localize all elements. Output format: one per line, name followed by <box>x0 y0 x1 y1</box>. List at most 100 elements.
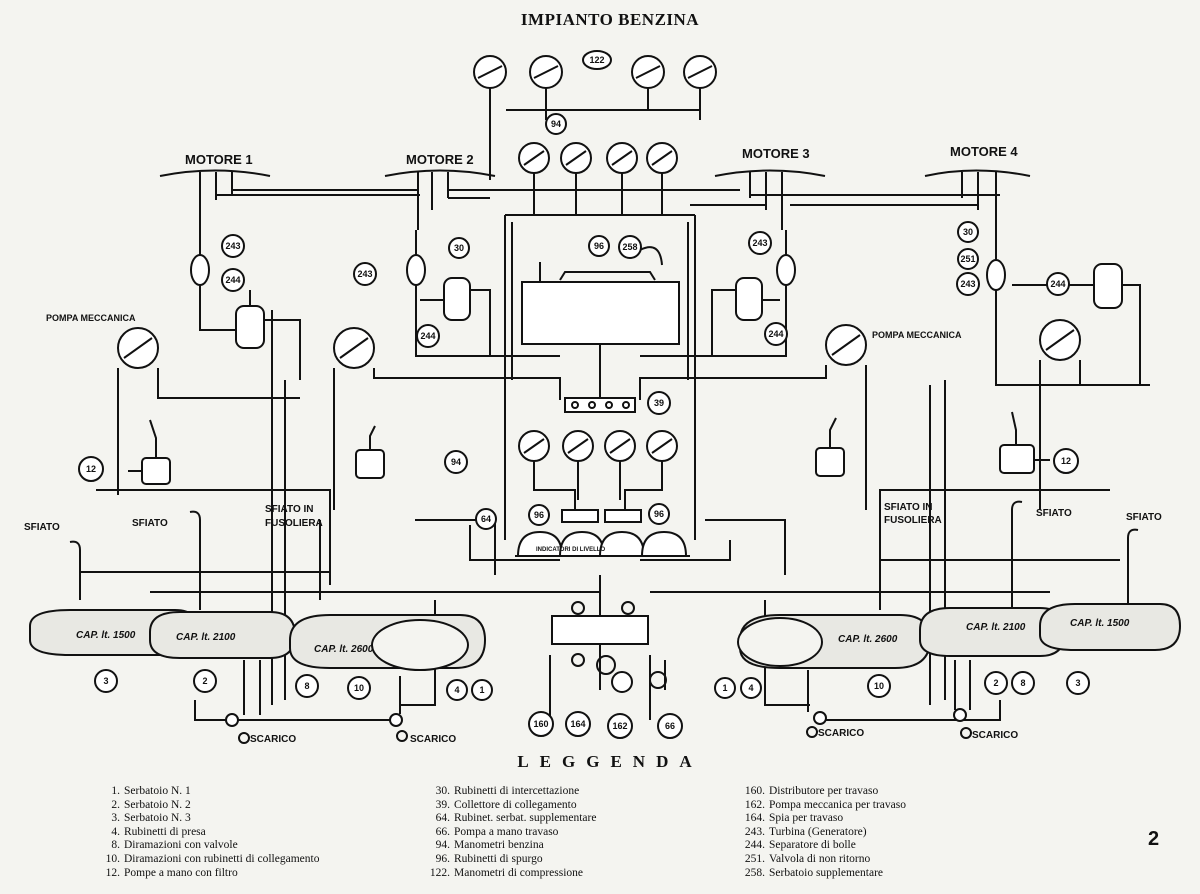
label-sfiato-2: SFIATO <box>132 518 168 529</box>
svg-text:30: 30 <box>454 243 464 253</box>
svg-text:164: 164 <box>570 719 585 729</box>
legend-item: 243.Turbina (Generatore) <box>735 826 906 840</box>
legend-text: Pompa a mano travaso <box>454 825 559 838</box>
svg-text:1: 1 <box>722 683 727 693</box>
callout-4-right: 4 <box>740 677 762 699</box>
callout-258: 258 <box>618 235 642 259</box>
svg-text:160: 160 <box>533 719 548 729</box>
supplementary-tank <box>521 246 680 398</box>
legend-code: 3. <box>111 812 120 825</box>
svg-text:12: 12 <box>86 464 96 474</box>
legend-text: Diramazioni con valvole <box>124 839 238 852</box>
legend-title: LEGGENDA <box>517 752 703 771</box>
legend-item: 2.Serbatoio N. 2 <box>90 799 319 813</box>
fuel-system-schematic: MOTORE 1 MOTORE 2 MOTORE 3 MOTORE 4 POMP… <box>24 50 1182 745</box>
compression-gauges-top <box>473 55 717 180</box>
legend-code: 30. <box>435 785 450 797</box>
svg-text:122: 122 <box>589 55 604 65</box>
legend-code: 39. <box>435 798 450 811</box>
callout-30-m4: 30 <box>957 221 979 243</box>
svg-text:94: 94 <box>451 457 461 467</box>
callout-162: 162 <box>607 713 633 739</box>
fuel-tanks <box>29 603 1182 671</box>
label-motore4: MOTORE 4 <box>950 144 1018 159</box>
legend-text: Rubinetti di presa <box>124 825 206 838</box>
legend-item: 66.Pompa a mano travaso <box>420 826 596 840</box>
svg-text:96: 96 <box>654 509 664 519</box>
engine-headers <box>159 169 1031 230</box>
label-tank-2600-left: CAP. lt. 2600 <box>314 644 374 655</box>
callout-12-left: 12 <box>78 456 104 482</box>
legend-item: 3.Serbatoio N. 3 <box>90 812 319 826</box>
legend-item: 64.Rubinet. serbat. supplementare <box>420 812 597 826</box>
svg-text:8: 8 <box>304 681 309 691</box>
label-tank-2100-left: CAP. lt. 2100 <box>176 632 236 643</box>
callout-2-right: 2 <box>984 671 1008 695</box>
legend-item: 96.Rubinetti di spurgo <box>420 853 596 867</box>
callout-64: 64 <box>475 508 497 530</box>
legend-code: 8. <box>111 839 120 852</box>
callout-1-right: 1 <box>714 677 736 699</box>
svg-text:39: 39 <box>654 398 664 408</box>
callout-243-m2: 243 <box>353 262 377 286</box>
legend-item: 162. Pompa meccanica per travaso <box>735 799 906 813</box>
label-sfiato-in-left: SFIATO IN <box>265 504 314 515</box>
legend-item: 94.Manometri benzina <box>420 839 596 853</box>
legend-item: 4. Rubinetti di presa <box>90 826 319 840</box>
legend-code: 1. <box>111 785 120 797</box>
legend-item: 251.Valvola di non ritorno <box>735 853 906 867</box>
legend-text: Valvola di non ritorno <box>769 852 871 865</box>
label-pompa-meccanica-right: POMPA MECCANICA <box>872 330 962 340</box>
callout-96-right: 96 <box>648 503 670 525</box>
svg-text:10: 10 <box>874 681 884 691</box>
label-tank-1500-left: CAP. lt. 1500 <box>76 630 136 641</box>
callout-94-mid: 94 <box>444 450 468 474</box>
svg-text:243: 243 <box>357 269 372 279</box>
legend-code: 10. <box>105 852 120 865</box>
legend-text: Rubinet. serbat. supplementare <box>454 812 597 825</box>
label-indicatori: INDICATORI DI LIVELLO <box>536 547 605 553</box>
svg-text:3: 3 <box>1075 678 1080 688</box>
legend-item: 10.Diramazioni con rubinetti di collegam… <box>90 852 320 867</box>
legend-item: 122.Manometri di compressione <box>420 867 596 881</box>
svg-text:244: 244 <box>225 275 240 285</box>
callout-10-right: 10 <box>867 674 891 698</box>
svg-text:66: 66 <box>665 721 675 731</box>
callout-243-m1: 243 <box>221 234 245 258</box>
legend-text: Distributore per travaso <box>769 785 879 797</box>
drain-valves <box>225 660 972 744</box>
callout-12-right: 12 <box>1053 448 1079 474</box>
legend-code: 243. <box>744 825 765 838</box>
svg-text:244: 244 <box>1050 279 1065 289</box>
callout-8-right: 8 <box>1011 671 1035 695</box>
legend-code: 162. <box>744 798 765 811</box>
legend-item: 1.Serbatoio N. 1 <box>90 785 319 799</box>
label-motore2: MOTORE 2 <box>406 152 474 167</box>
callout-94-top: 94 <box>545 113 567 135</box>
label-motore3: MOTORE 3 <box>742 146 810 161</box>
callout-39: 39 <box>647 391 671 415</box>
legend-text: Spia per travaso <box>769 812 844 825</box>
svg-text:4: 4 <box>454 685 459 695</box>
legend-code: 4. <box>111 825 120 838</box>
label-scarico-2: SCARICO <box>410 734 456 745</box>
diagram-title: IMPIANTO BENZINA <box>520 10 700 29</box>
svg-text:12: 12 <box>1061 456 1071 466</box>
legend-item: 244.Separatore di bolle <box>735 839 906 853</box>
svg-text:251: 251 <box>960 254 975 264</box>
svg-text:64: 64 <box>481 514 491 524</box>
svg-text:2: 2 <box>993 678 998 688</box>
svg-text:244: 244 <box>768 329 783 339</box>
svg-text:10: 10 <box>354 683 364 693</box>
callout-66: 66 <box>657 713 683 739</box>
legend-code: 122. <box>429 866 450 879</box>
label-tank-2600-right: CAP. lt. 2600 <box>838 634 898 645</box>
label-tank-1500-right: CAP. lt. 1500 <box>1070 618 1130 629</box>
label-scarico-3: SCARICO <box>818 728 864 739</box>
legend-code: 2. <box>111 798 120 811</box>
legend-text: Pompa meccanica per travaso <box>769 798 906 811</box>
callout-164: 164 <box>565 711 591 737</box>
callout-96-top: 96 <box>588 235 610 257</box>
